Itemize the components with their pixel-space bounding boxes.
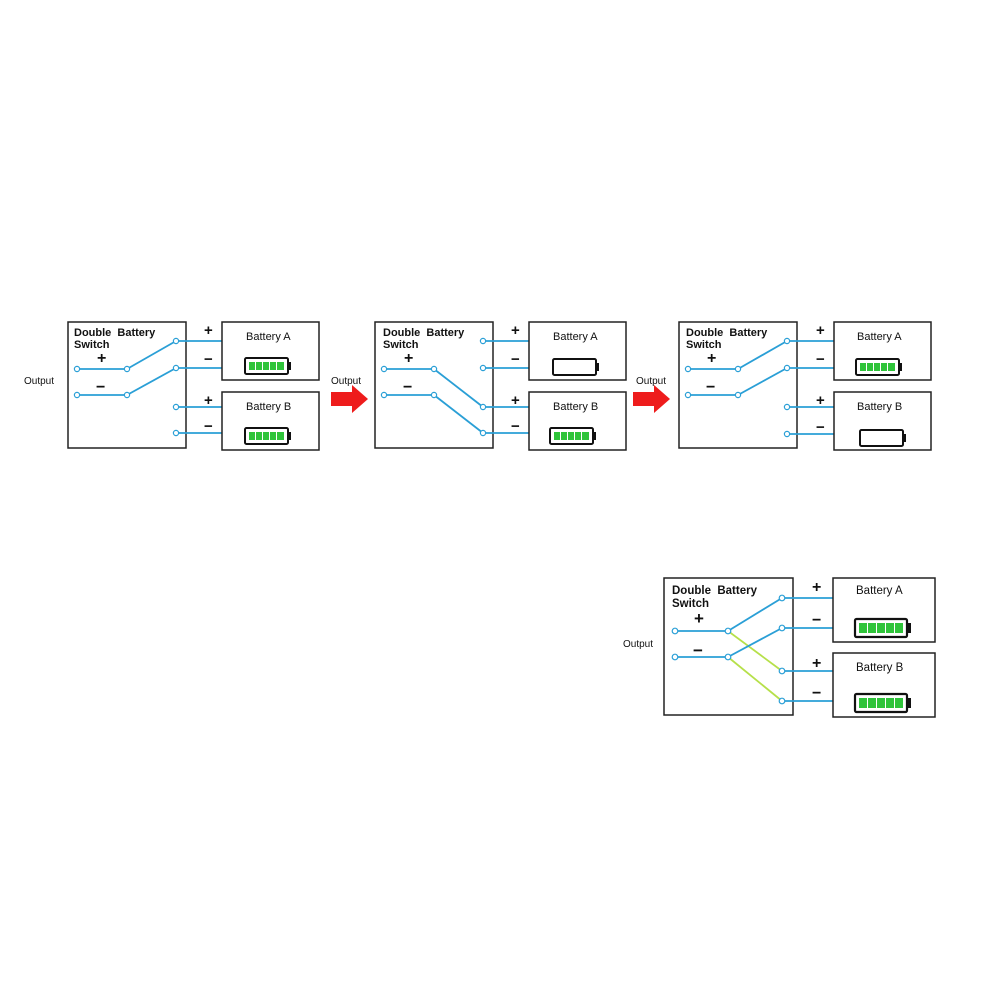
arrow-right-icon — [633, 385, 670, 413]
switch-box — [663, 577, 794, 716]
battery-b-minus: − — [204, 418, 213, 435]
battery-a-minus: − — [812, 612, 821, 629]
battery-b-box — [221, 391, 320, 451]
battery-a-box — [832, 577, 936, 643]
battery-b-box — [833, 391, 932, 451]
wires — [384, 340, 529, 434]
battery-b-minus: − — [816, 419, 825, 436]
terminals — [380, 337, 487, 437]
battery-a-minus: − — [204, 351, 213, 368]
battery-a-plus: + — [816, 322, 825, 339]
battery-b-label: Battery B — [856, 662, 904, 674]
wires — [77, 340, 222, 434]
diagram-4: Output Double Battery Switch + − + − + — [623, 577, 936, 718]
battery-a-icon — [552, 358, 599, 376]
battery-a-box — [833, 321, 932, 381]
switch-label-2: Switch — [74, 339, 110, 351]
battery-b-box — [832, 652, 936, 718]
battery-b-plus: + — [511, 392, 520, 409]
wires — [688, 340, 834, 435]
battery-a-icon — [855, 358, 902, 376]
wires — [675, 597, 833, 702]
battery-b-icon — [244, 427, 291, 445]
battery-a-label: Battery A — [857, 331, 902, 343]
battery-a-minus: − — [511, 351, 520, 368]
diagram-2: Output Double Battery Switch + − + − + −… — [331, 321, 627, 451]
switch-label: Double Battery — [672, 585, 758, 597]
diagram-3: Output Double Battery Switch + − + − + −… — [636, 321, 932, 451]
battery-b-icon — [549, 427, 596, 445]
minus-sign: − — [96, 379, 105, 396]
battery-a-label: Battery A — [856, 585, 903, 597]
minus-sign: − — [693, 641, 703, 660]
battery-b-label: Battery B — [857, 401, 902, 413]
plus-sign: + — [707, 350, 716, 367]
output-label: Output — [623, 639, 653, 650]
bridge-wires — [727, 630, 783, 702]
battery-a-label: Battery A — [246, 331, 291, 343]
battery-a-label: Battery A — [553, 331, 598, 343]
battery-a-box — [221, 321, 320, 381]
battery-b-plus: + — [812, 655, 821, 672]
battery-a-icon — [853, 617, 911, 639]
switch-box — [67, 321, 187, 449]
battery-b-minus: − — [511, 418, 520, 435]
battery-b-icon — [853, 692, 911, 714]
battery-b-plus: + — [816, 392, 825, 409]
battery-b-plus: + — [204, 392, 213, 409]
switch-box — [678, 321, 798, 449]
diagram-1: Output Double Battery Switch + − + − + −… — [24, 321, 320, 451]
switch-label: Double Battery — [74, 327, 156, 339]
battery-a-icon — [244, 357, 291, 375]
battery-b-minus: − — [812, 685, 821, 702]
minus-sign: − — [403, 379, 412, 396]
battery-a-plus: + — [204, 322, 213, 339]
switch-label: Double Battery — [383, 327, 465, 339]
switch-label: Double Battery — [686, 327, 768, 339]
battery-b-box — [528, 391, 627, 451]
switch-label-2: Switch — [383, 339, 419, 351]
switch-label-2: Switch — [686, 339, 722, 351]
arrow-right-icon — [331, 385, 368, 413]
battery-a-plus: + — [812, 579, 821, 596]
battery-a-minus: − — [816, 351, 825, 368]
terminals — [671, 594, 786, 705]
terminals — [684, 337, 791, 438]
plus-sign: + — [694, 609, 704, 628]
output-label: Output — [331, 376, 361, 387]
battery-b-label: Battery B — [246, 401, 291, 413]
plus-sign: + — [97, 350, 106, 367]
battery-a-box — [528, 321, 627, 381]
plus-sign: + — [404, 350, 413, 367]
switch-box — [374, 321, 494, 449]
output-label: Output — [636, 376, 666, 387]
output-label: Output — [24, 376, 54, 387]
switch-label-2: Switch — [672, 598, 709, 610]
battery-b-label: Battery B — [553, 401, 598, 413]
battery-b-icon — [859, 429, 906, 447]
terminals — [73, 337, 180, 437]
minus-sign: − — [706, 379, 715, 396]
battery-a-plus: + — [511, 322, 520, 339]
